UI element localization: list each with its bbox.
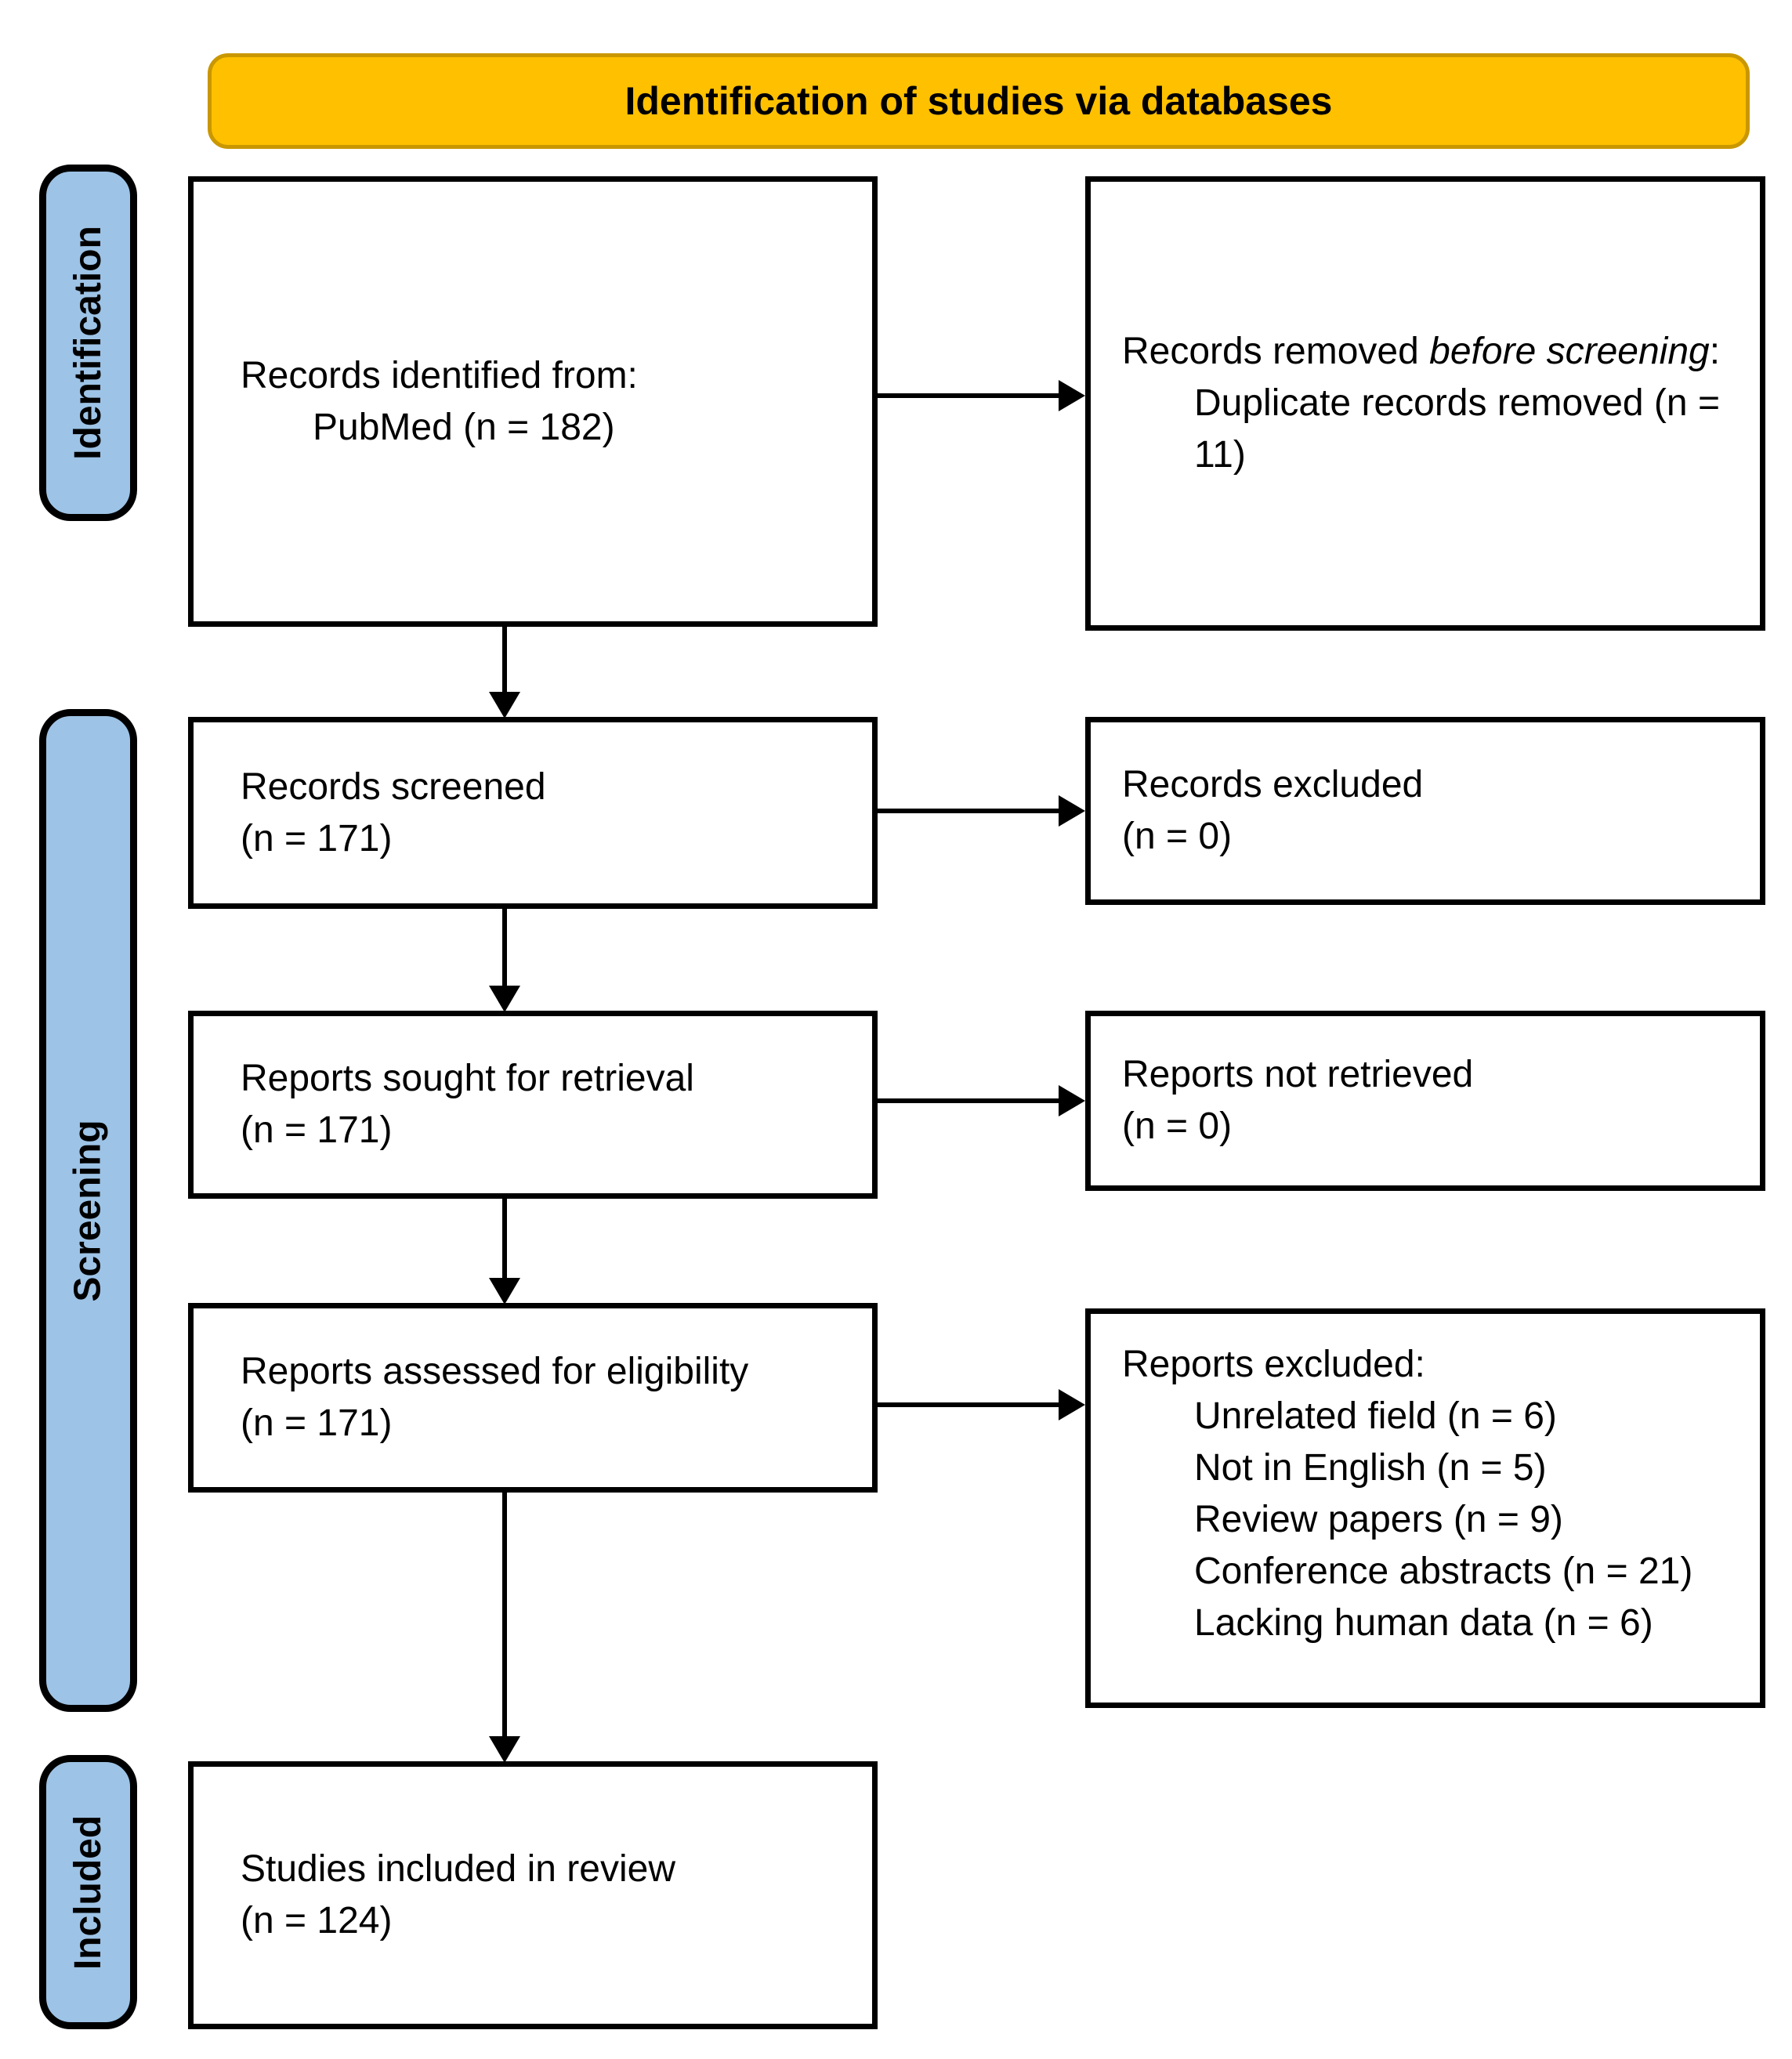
box-reports-sought: Reports sought for retrieval (n = 171): [188, 1011, 878, 1199]
records-identified-line1: Records identified from:: [241, 354, 638, 396]
stage-label-screening-text: Screening: [67, 1119, 110, 1302]
reports-excluded-title: Reports excluded:: [1122, 1344, 1425, 1385]
reports-excluded-item: Unrelated field (n = 6): [1194, 1395, 1557, 1437]
box-records-identified: Records identified from: PubMed (n = 182…: [188, 176, 878, 627]
stage-label-included-text: Included: [67, 1815, 109, 1970]
stage-label-included: Included: [39, 1755, 137, 2029]
reports-sought-line2: (n = 171): [241, 1109, 393, 1151]
banner-identification-via-databases: Identification of studies via databases: [208, 53, 1750, 149]
reports-not-retrieved-line1: Reports not retrieved: [1122, 1054, 1474, 1095]
box-records-removed-before-screening: Records removed before screening: Duplic…: [1085, 176, 1765, 631]
reports-assessed-line2: (n = 171): [241, 1402, 393, 1444]
reports-assessed-line1: Reports assessed for eligibility: [241, 1351, 749, 1392]
reports-sought-line1: Reports sought for retrieval: [241, 1058, 694, 1099]
records-removed-title-post: :: [1709, 331, 1721, 372]
reports-excluded-item: Conference abstracts (n = 21): [1194, 1551, 1693, 1592]
studies-included-line2: (n = 124): [241, 1900, 393, 1941]
banner-title: Identification of studies via databases: [624, 79, 1333, 123]
reports-excluded-item: Review papers (n = 9): [1194, 1499, 1563, 1540]
box-reports-assessed: Reports assessed for eligibility (n = 17…: [188, 1303, 878, 1493]
box-studies-included: Studies included in review (n = 124): [188, 1761, 878, 2029]
reports-not-retrieved-line2: (n = 0): [1122, 1105, 1233, 1147]
box-reports-excluded: Reports excluded: Unrelated field (n = 6…: [1085, 1308, 1765, 1708]
stage-label-screening: Screening: [39, 709, 137, 1712]
records-screened-line2: (n = 171): [241, 817, 393, 859]
records-excluded-line2: (n = 0): [1122, 816, 1233, 857]
stage-label-identification: Identification: [39, 165, 137, 521]
records-removed-title: Records removed before screening:: [1122, 326, 1740, 378]
records-identified-line2: PubMed (n = 182): [313, 406, 615, 448]
box-records-excluded: Records excluded (n = 0): [1085, 717, 1765, 905]
stage-label-identification-text: Identification: [67, 226, 110, 460]
records-screened-line1: Records screened: [241, 765, 546, 808]
records-removed-title-italic: before screening: [1429, 331, 1710, 372]
reports-excluded-item: Lacking human data (n = 6): [1194, 1602, 1653, 1644]
records-removed-item: Duplicate records removed (n = 11): [1194, 382, 1720, 476]
box-reports-not-retrieved: Reports not retrieved (n = 0): [1085, 1011, 1765, 1191]
records-excluded-line1: Records excluded: [1122, 764, 1424, 805]
reports-excluded-item: Not in English (n = 5): [1194, 1447, 1547, 1489]
studies-included-line1: Studies included in review: [241, 1848, 675, 1890]
box-records-screened: Records screened (n = 171): [188, 717, 878, 909]
records-removed-title-pre: Records removed: [1122, 331, 1430, 372]
